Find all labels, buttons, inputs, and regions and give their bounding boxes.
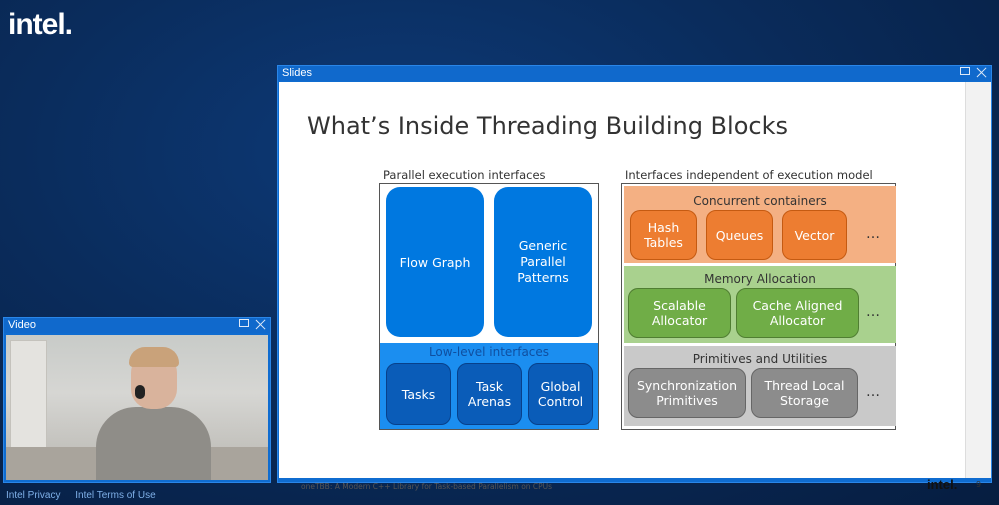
more-ellipsis: … <box>866 384 880 400</box>
maximize-icon[interactable] <box>239 319 249 327</box>
presenter-body <box>96 407 211 480</box>
independent-interfaces-label: Interfaces independent of execution mode… <box>625 168 873 182</box>
scalable-allocator-block: Scalable Allocator <box>628 288 731 338</box>
queues-block: Queues <box>706 210 773 260</box>
background-door <box>10 340 47 452</box>
close-icon[interactable] <box>255 319 266 330</box>
slides-window-title: Slides <box>282 67 312 79</box>
slide-title: What’s Inside Threading Building Blocks <box>307 112 788 140</box>
slide-footer-text: oneTBB: A Modern C++ Library for Task-ba… <box>301 482 553 491</box>
slide-intel-logo: intel. <box>927 477 958 492</box>
low-level-band: Low-level interfaces Tasks Task Arenas G… <box>380 343 598 429</box>
tasks-block: Tasks <box>386 363 451 425</box>
video-window: Video <box>3 317 271 483</box>
video-feed <box>6 335 268 480</box>
task-arenas-block: Task Arenas <box>457 363 522 425</box>
headset-icon <box>135 385 145 399</box>
slides-titlebar[interactable]: Slides <box>278 66 991 81</box>
video-window-title: Video <box>8 319 36 331</box>
primitives-utilities-band: Primitives and Utilities Synchronization… <box>624 346 896 426</box>
vector-block: Vector <box>782 210 847 260</box>
more-ellipsis: … <box>866 304 880 320</box>
intel-logo: intel. <box>8 8 73 41</box>
concurrent-containers-band: Concurrent containers Hash Tables Queues… <box>624 186 896 263</box>
parallel-execution-label: Parallel execution interfaces <box>383 168 546 182</box>
flow-graph-block: Flow Graph <box>386 187 484 337</box>
slide-page-number: 9 <box>976 480 982 489</box>
hash-tables-block: Hash Tables <box>630 210 697 260</box>
synchronization-primitives-block: Synchronization Primitives <box>628 368 746 418</box>
primitives-utilities-label: Primitives and Utilities <box>692 352 828 366</box>
parallel-execution-box: Flow Graph Generic Parallel Patterns Low… <box>379 183 599 430</box>
low-level-label: Low-level interfaces <box>428 345 550 359</box>
maximize-icon[interactable] <box>960 67 970 75</box>
close-icon[interactable] <box>976 67 987 78</box>
thread-local-storage-block: Thread Local Storage <box>751 368 858 418</box>
memory-allocation-label: Memory Allocation <box>704 272 816 286</box>
slide-canvas: What’s Inside Threading Building Blocks … <box>279 82 981 492</box>
global-control-block: Global Control <box>528 363 593 425</box>
concurrent-containers-label: Concurrent containers <box>693 194 827 208</box>
terms-link[interactable]: Intel Terms of Use <box>75 490 156 501</box>
slides-scrollbar[interactable] <box>965 82 991 478</box>
video-titlebar[interactable]: Video <box>4 318 270 333</box>
privacy-link[interactable]: Intel Privacy <box>6 490 61 501</box>
independent-interfaces-box: Concurrent containers Hash Tables Queues… <box>621 183 896 430</box>
presenter-hair <box>129 347 179 367</box>
slides-window: Slides What’s Inside Threading Building … <box>277 65 992 492</box>
memory-allocation-band: Memory Allocation Scalable Allocator Cac… <box>624 266 896 343</box>
more-ellipsis: … <box>866 226 880 242</box>
generic-parallel-patterns-block: Generic Parallel Patterns <box>494 187 592 337</box>
footer-links: Intel Privacy Intel Terms of Use <box>6 490 168 501</box>
cache-aligned-allocator-block: Cache Aligned Allocator <box>736 288 859 338</box>
